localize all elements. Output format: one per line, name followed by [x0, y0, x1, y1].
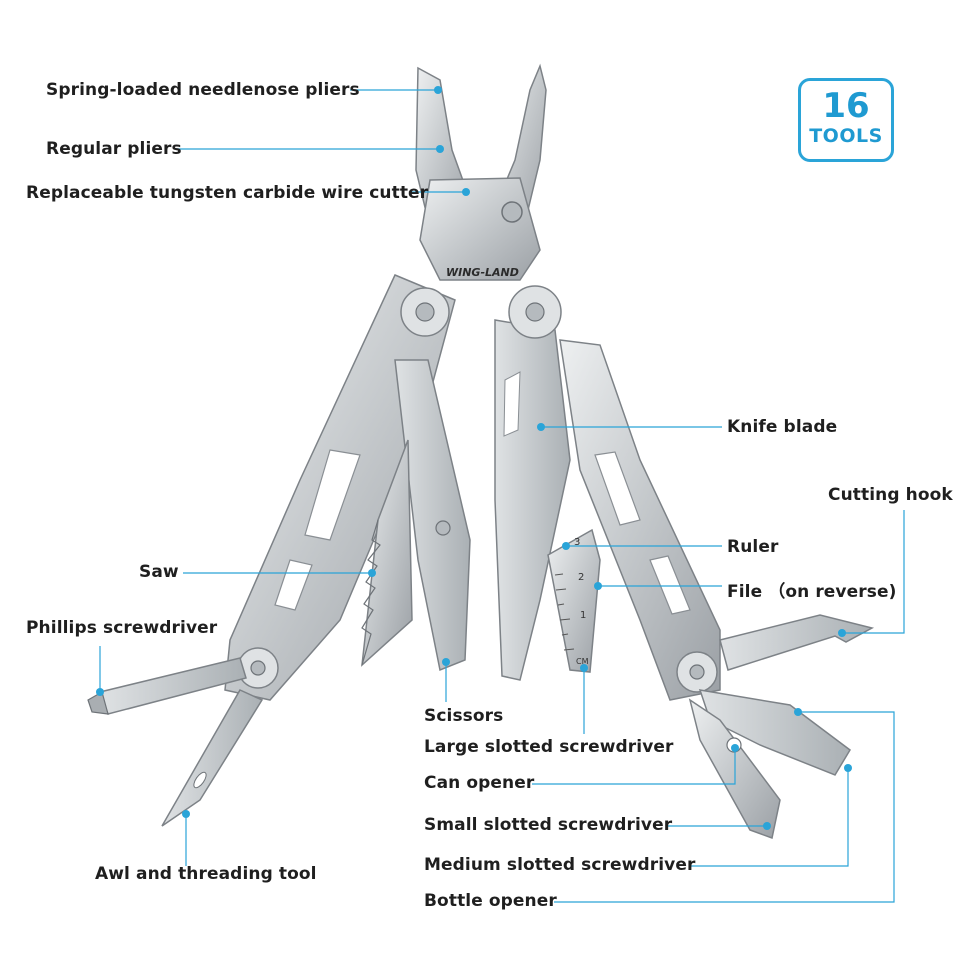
label-ruler: Ruler: [727, 537, 779, 557]
brand-logo: WING-LAND: [446, 266, 519, 279]
label-wire-cutter: Replaceable tungsten carbide wire cutter: [26, 183, 429, 203]
pliers-jaws: WING-LAND: [415, 63, 547, 281]
leader-lines: [99, 89, 905, 903]
label-medium-slotted-screwdriver: Medium slotted screwdriver: [424, 855, 696, 875]
ruler-mark-cm: CM: [576, 657, 589, 666]
scissors-tool: [394, 359, 471, 672]
label-saw: Saw: [139, 562, 179, 582]
tool-count-number: 16: [822, 86, 870, 126]
label-scissors: Scissors: [424, 706, 504, 726]
label-regular-pliers: Regular pliers: [46, 139, 182, 159]
right-handle: [559, 339, 721, 701]
label-needlenose-pliers: Spring-loaded needlenose pliers: [46, 80, 360, 100]
tool-count-badge: 16 TOOLS: [798, 78, 894, 162]
saw-tool: [361, 439, 413, 667]
label-large-slotted-screwdriver: Large slotted screwdriver: [424, 737, 674, 757]
label-knife-blade: Knife blade: [727, 417, 838, 437]
label-bottle-opener: Bottle opener: [424, 891, 557, 911]
ruler-mark-2: 2: [578, 572, 584, 583]
ruler-mark-1: 1: [580, 610, 586, 621]
awl-tool: [161, 689, 264, 827]
label-small-slotted-screwdriver: Small slotted screwdriver: [424, 815, 673, 835]
ruler-file-tool: 3 2 1 CM: [547, 528, 601, 673]
label-awl: Awl and threading tool: [95, 864, 317, 884]
phillips-screwdriver-tool: [87, 657, 247, 715]
leader-dots: [96, 86, 852, 830]
label-file: File （on reverse): [727, 582, 897, 602]
ruler-mark-3: 3: [574, 537, 580, 548]
label-cutting-hook: Cutting hook: [828, 485, 953, 505]
label-phillips-screwdriver: Phillips screwdriver: [26, 618, 218, 638]
label-can-opener: Can opener: [424, 773, 535, 793]
tool-count-label: TOOLS: [809, 125, 883, 147]
knife-blade-tool: [494, 285, 571, 681]
